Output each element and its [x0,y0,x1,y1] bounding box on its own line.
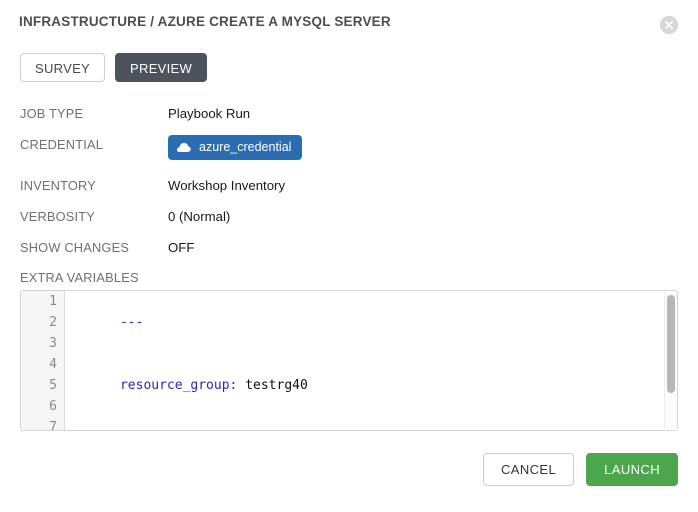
page-title: INFRASTRUCTURE / AZURE CREATE A MYSQL SE… [19,14,391,29]
tab-preview[interactable]: PREVIEW [115,53,208,82]
editor-code-area[interactable]: --- resource_group: testrg40 location: e… [66,291,677,430]
code-value: testrg40 [245,378,308,393]
line-number: 7 [49,420,57,431]
credential-badge[interactable]: azure_credential [168,135,303,160]
detail-label-credential: CREDENTIAL [20,137,104,152]
line-number: 2 [49,315,57,330]
detail-label-verbosity: VERBOSITY [20,209,96,224]
extra-variables-editor[interactable]: 1 2 3 4 5 6 7 --- resource_group: testrg… [20,290,678,431]
line-number: 6 [49,399,57,414]
tab-group: SURVEY PREVIEW [20,53,208,82]
code-doc-marker: --- [119,315,144,330]
code-line: --- [73,291,677,354]
code-separator: : [229,378,246,393]
cloud-icon [177,142,191,152]
detail-row-credential: CREDENTIAL azure_credential [20,135,660,169]
code-line: location: eastus [73,417,677,430]
close-icon[interactable] [660,16,678,34]
editor-scrollbar[interactable] [664,292,676,429]
line-number: 5 [49,378,57,393]
cancel-button[interactable]: CANCEL [483,453,575,486]
detail-value-verbosity: 0 (Normal) [168,209,231,224]
line-number: 3 [49,336,57,351]
editor-gutter: 1 2 3 4 5 6 7 [21,291,65,430]
modal-header: INFRASTRUCTURE / AZURE CREATE A MYSQL SE… [0,0,698,42]
code-line: resource_group: testrg40 [73,354,677,417]
editor-scrollbar-thumb[interactable] [667,295,675,393]
launch-button[interactable]: LAUNCH [586,453,678,486]
line-number: 4 [49,357,57,372]
extra-variables-label: EXTRA VARIABLES [20,270,139,285]
detail-label-inventory: INVENTORY [20,178,96,193]
detail-row-job-type: JOB TYPE Playbook Run [20,104,660,128]
detail-value-show-changes: OFF [168,240,195,255]
tab-survey[interactable]: SURVEY [20,53,106,82]
credential-badge-label: azure_credential [199,140,292,154]
modal-footer: CANCEL LAUNCH [0,453,698,493]
line-number: 1 [49,294,57,309]
detail-label-job-type: JOB TYPE [20,106,84,121]
detail-row-show-changes: SHOW CHANGES OFF [20,238,660,262]
detail-row-verbosity: VERBOSITY 0 (Normal) [20,207,660,231]
detail-row-inventory: INVENTORY Workshop Inventory [20,176,660,200]
job-detail-list: JOB TYPE Playbook Run CREDENTIAL azure_c… [20,104,660,269]
detail-value-inventory: Workshop Inventory [168,178,286,193]
code-key: resource_group [119,378,230,393]
detail-value-job-type: Playbook Run [168,106,251,121]
footer-button-group: CANCEL LAUNCH [483,453,678,486]
close-circle-icon [660,16,678,34]
detail-label-show-changes: SHOW CHANGES [20,240,130,255]
